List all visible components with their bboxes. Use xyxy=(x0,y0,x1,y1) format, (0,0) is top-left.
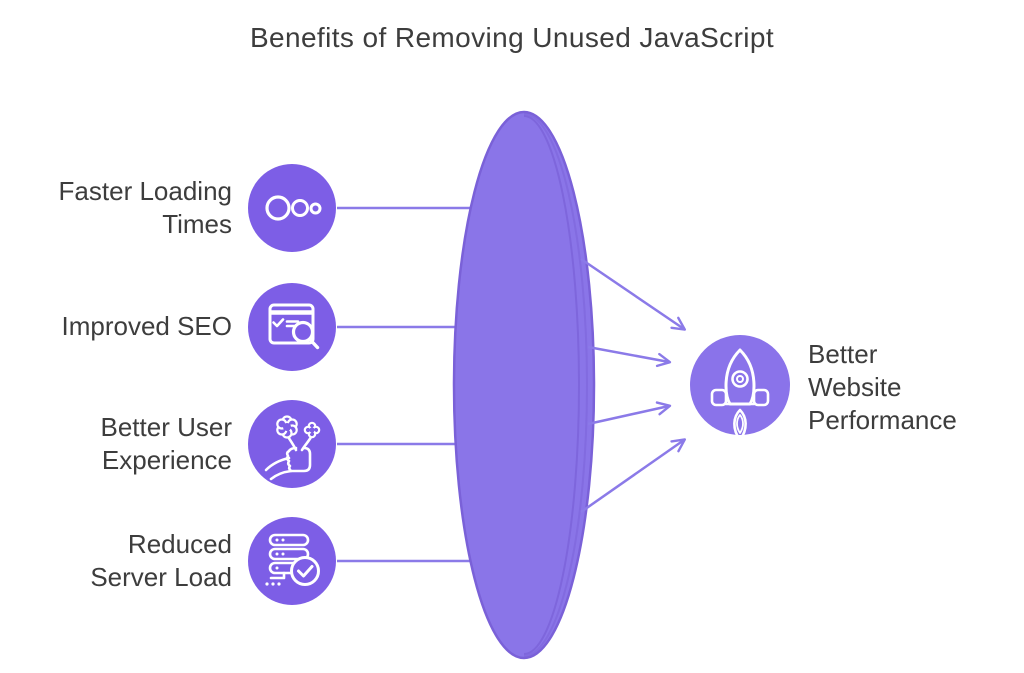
arrow-line xyxy=(587,401,672,426)
benefit-node-user-experience xyxy=(248,400,336,488)
server-check-icon xyxy=(265,533,320,586)
outcome-arrows xyxy=(580,257,687,514)
outcome-node-better-performance xyxy=(690,335,790,442)
diagram-title: Benefits of Removing Unused JavaScript xyxy=(249,22,775,53)
arrow-line xyxy=(580,438,687,514)
rocket-icon xyxy=(710,348,770,442)
benefit-node-improved-seo xyxy=(248,283,336,371)
benefit-node-faster-loading xyxy=(248,164,336,252)
benefit-label-better-user-experience: Better User Experience xyxy=(100,412,233,475)
arrow-line xyxy=(587,345,672,368)
seo-browser-search-icon xyxy=(268,303,320,350)
outcome-label-better-website-performance: Better Website Performance xyxy=(808,339,957,435)
benefit-label-faster-loading-times: Faster Loading Times xyxy=(58,176,232,239)
funnel-lens-shape xyxy=(452,110,596,660)
benefit-label-improved-seo: Improved SEO xyxy=(61,311,232,341)
loading-dots-icon xyxy=(265,195,322,221)
arrow-line xyxy=(580,257,687,331)
benefit-node-reduced-server-load xyxy=(248,517,336,605)
hand-flowers-icon xyxy=(264,415,321,481)
benefit-label-reduced-server-load: Reduced Server Load xyxy=(90,529,232,592)
